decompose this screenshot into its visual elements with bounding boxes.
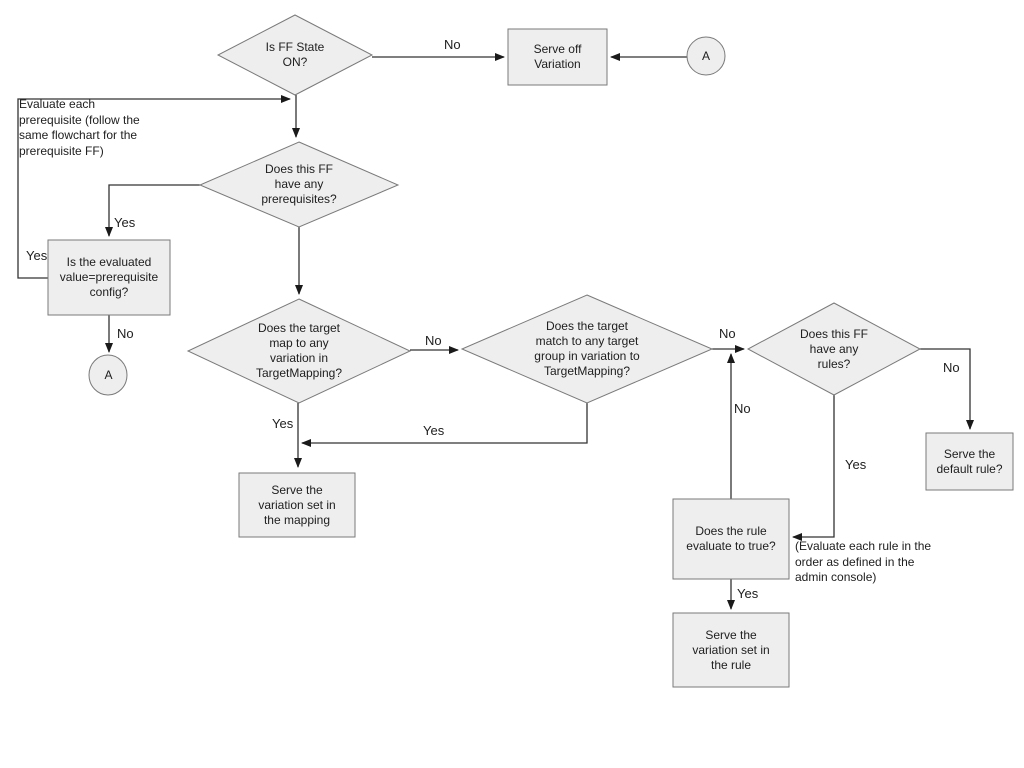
connector-a-left-circle bbox=[88, 354, 128, 396]
rule-evaluates-box bbox=[672, 498, 790, 580]
target-map-diamond bbox=[186, 298, 412, 404]
serve-rule-box bbox=[672, 612, 790, 688]
edge-prereq-yes-to-evaluated bbox=[105, 184, 200, 237]
has-rules-diamond bbox=[746, 302, 922, 396]
edge-targetmatch-yes-left bbox=[301, 403, 588, 447]
edge-rules-yes-to-ruleeval bbox=[792, 395, 835, 541]
has-prerequisites-diamond bbox=[198, 141, 400, 228]
edge-evaluated-yes-loop bbox=[17, 95, 291, 279]
serve-default-box bbox=[925, 432, 1014, 491]
serve-off-variation-box bbox=[507, 28, 608, 86]
edge-rules-no-to-default bbox=[920, 348, 974, 430]
connector-a-top-circle bbox=[686, 36, 726, 76]
evaluated-value-box bbox=[47, 239, 171, 316]
serve-mapping-box bbox=[238, 472, 356, 538]
ff-state-diamond bbox=[216, 14, 374, 96]
target-match-diamond bbox=[460, 294, 714, 404]
